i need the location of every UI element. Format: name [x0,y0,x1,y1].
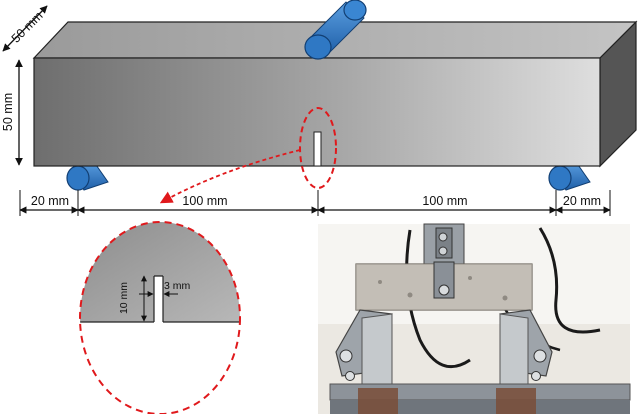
height-label: 50 mm [1,93,15,131]
support-roller-right-icon [548,161,591,191]
beam-specimen [32,20,638,168]
span-dimension-row [19,190,611,216]
notch-width-label: 3 mm [164,280,191,292]
notch-depth-label: 10 mm [118,282,130,314]
detail-ellipse-border [79,221,241,414]
test-setup-photo [318,223,631,414]
overhang-left-label: 20 mm [31,194,69,208]
left-support-fixture [335,309,393,391]
depth-dimension-line [2,5,48,52]
loading-roller-icon [304,0,367,60]
right-support-fixture [499,309,553,391]
overhang-right-label: 20 mm [563,194,601,208]
depth-label: 50 mm [9,9,46,46]
span-left-label: 100 mm [182,194,227,208]
detail-callout-arrow-icon [159,149,301,204]
notch-highlight-ellipse [299,107,337,189]
beam-notch [313,131,322,167]
notch-detail-view: 10 mm 3 mm [79,221,241,414]
span-right-label: 100 mm [422,194,467,208]
detail-notch [154,276,163,322]
